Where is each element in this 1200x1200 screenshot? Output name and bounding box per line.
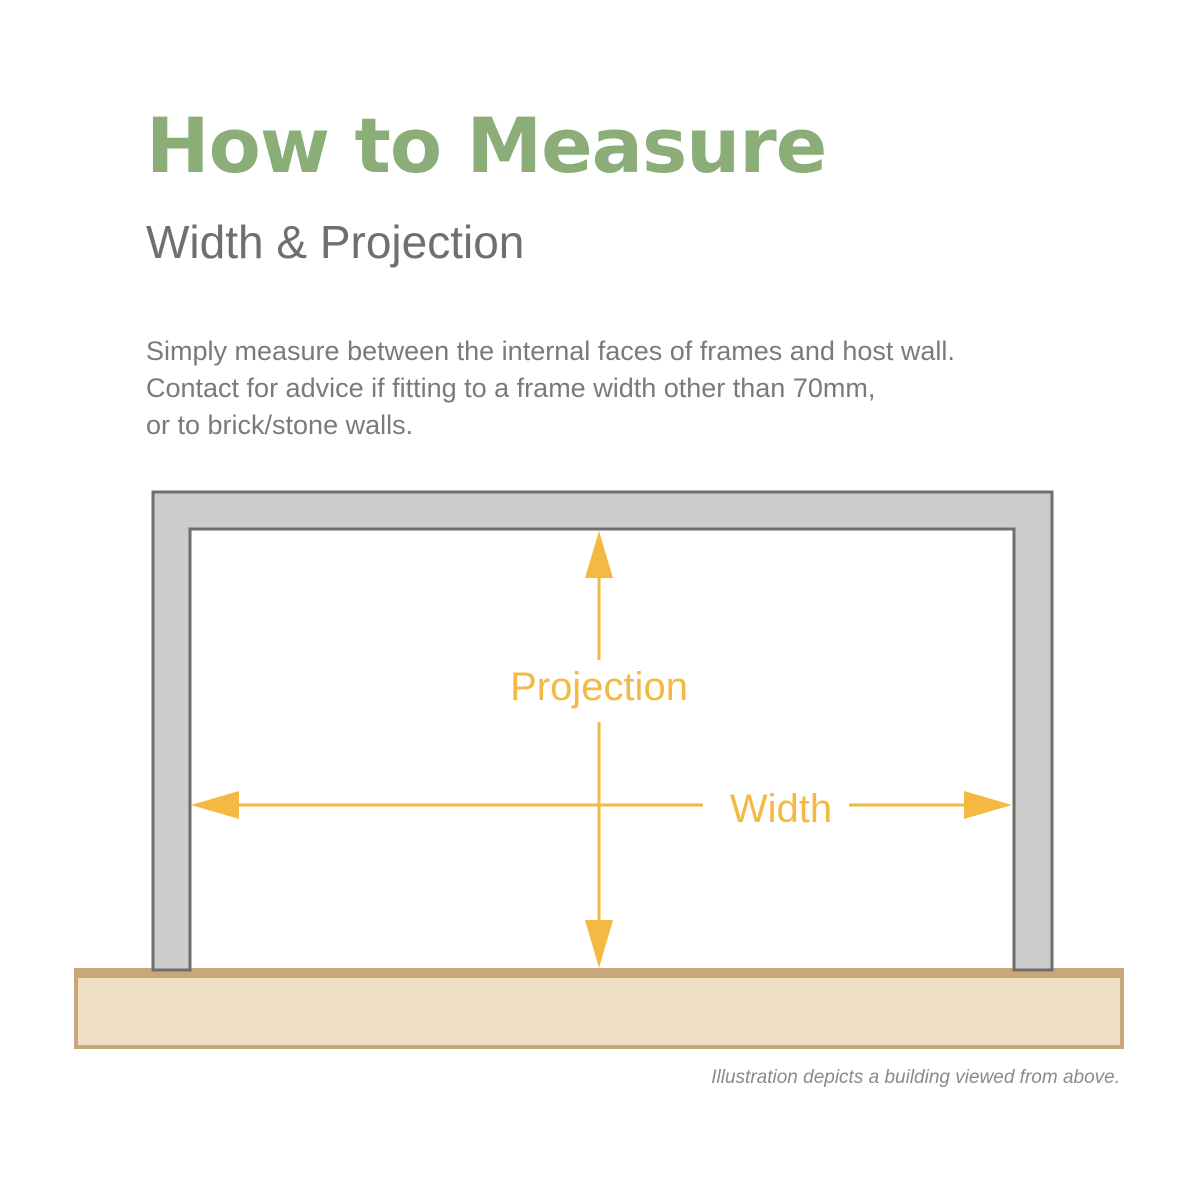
instructions-line: Contact for advice if fitting to a frame… bbox=[146, 373, 876, 403]
instructions-line: Simply measure between the internal face… bbox=[146, 336, 955, 366]
instructions-text: Simply measure between the internal face… bbox=[146, 333, 1046, 444]
projection-label: Projection bbox=[510, 665, 688, 709]
arrow-head-left-icon bbox=[191, 791, 239, 819]
illustration-caption: Illustration depicts a building viewed f… bbox=[711, 1067, 1120, 1088]
arrow-head-up-icon bbox=[585, 531, 613, 578]
arrow-head-right-icon bbox=[964, 791, 1012, 819]
instructions-line: or to brick/stone walls. bbox=[146, 410, 414, 440]
width-label: Width bbox=[730, 787, 832, 831]
page-subtitle: Width & Projection bbox=[146, 216, 525, 268]
arrow-head-down-icon bbox=[585, 920, 613, 968]
host-wall bbox=[74, 968, 1124, 1049]
width-arrow bbox=[191, 791, 1012, 819]
projection-arrow bbox=[585, 531, 613, 968]
frame-outline bbox=[151, 490, 1054, 972]
host-wall-edge bbox=[76, 970, 1122, 978]
page-title: How to Measure bbox=[146, 101, 827, 190]
